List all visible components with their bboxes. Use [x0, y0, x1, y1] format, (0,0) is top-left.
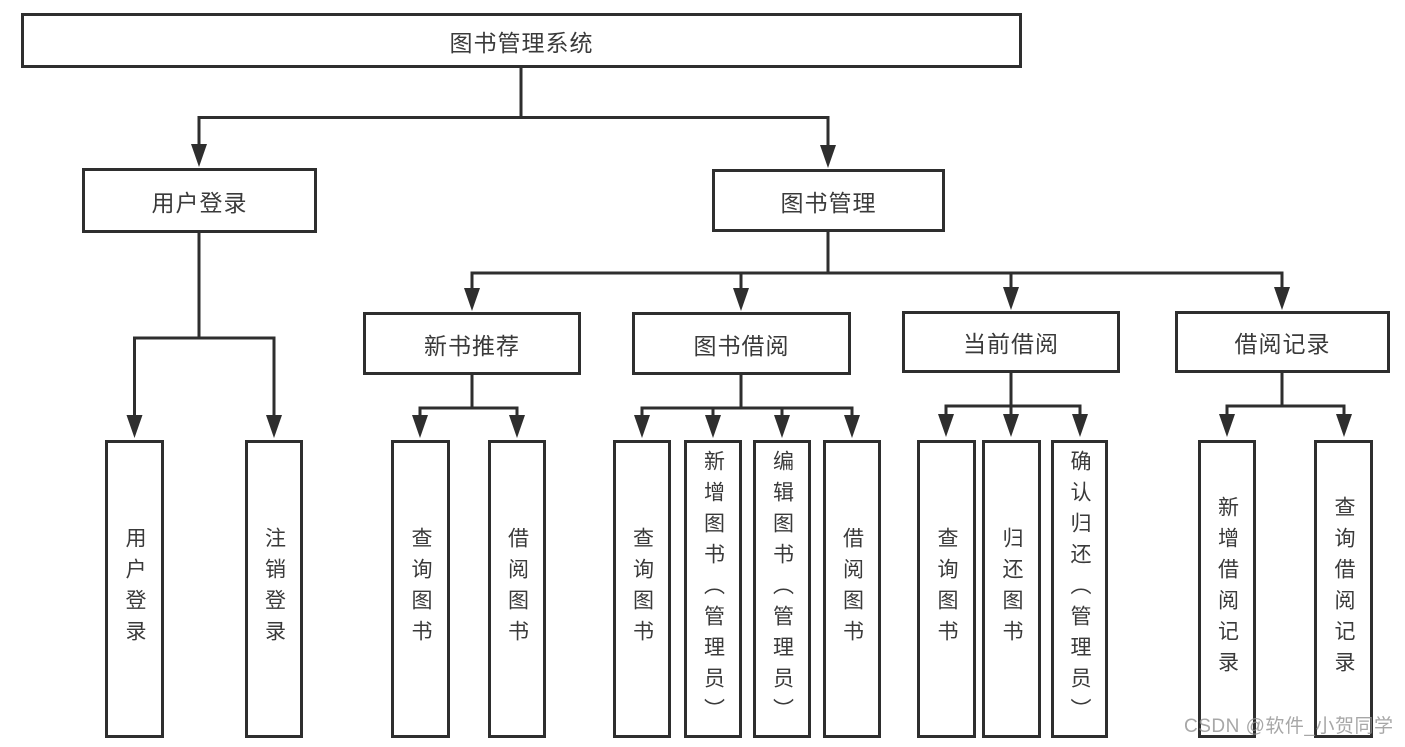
connector-line [418, 375, 519, 418]
node-library-system: 图书管理系统 [21, 13, 1022, 68]
arrow-down-icon [1003, 414, 1019, 437]
arrow-down-icon [1003, 287, 1019, 310]
node-label: 查询图书 [935, 527, 959, 651]
connector-book-borrowing-to-children [634, 375, 860, 438]
node-label: 新增借阅记录 [1215, 496, 1239, 682]
node-label: 归还图书 [1000, 527, 1024, 651]
node-new-book-recommend: 新书推荐 [363, 312, 581, 375]
connector-line [944, 373, 1082, 417]
connector-borrowing-records-to-children [1219, 373, 1352, 437]
arrow-down-icon [1336, 414, 1352, 437]
arrow-down-icon [938, 414, 954, 437]
node-label: 查询图书 [630, 527, 654, 651]
arrow-down-icon [191, 144, 207, 167]
node-logout: 注销登录 [245, 440, 303, 738]
node-label: 注销登录 [262, 527, 286, 651]
connector-line [470, 232, 1284, 290]
node-label: 查询借阅记录 [1332, 496, 1356, 682]
arrow-down-icon [464, 288, 480, 311]
connector-line [197, 68, 830, 148]
node-label: 查询图书 [409, 527, 433, 651]
arrow-down-icon [266, 415, 282, 438]
arrow-down-icon [126, 415, 143, 438]
arrow-down-icon [705, 415, 721, 438]
node-borrow-books-1: 借阅图书 [488, 440, 546, 738]
node-add-books-admin: 新增图书（管理员） [684, 440, 742, 738]
arrow-down-icon [634, 415, 650, 438]
arrow-down-icon [1219, 414, 1235, 437]
node-query-books-1: 查询图书 [391, 440, 450, 738]
node-label: 确认归还（管理员） [1068, 449, 1092, 729]
node-borrow-books-2: 借阅图书 [823, 440, 881, 738]
arrow-down-icon [1274, 287, 1290, 310]
node-label: 新书推荐 [424, 332, 520, 359]
node-label: 当前借阅 [963, 331, 1059, 357]
node-label: 新增图书（管理员） [701, 449, 725, 729]
node-query-books-2: 查询图书 [613, 440, 671, 738]
node-borrowing-records: 借阅记录 [1175, 311, 1390, 373]
arrow-down-icon [733, 288, 749, 311]
arrow-down-icon [774, 415, 790, 438]
connector-current-borrowing-to-children [938, 373, 1088, 437]
node-book-borrowing: 图书借阅 [632, 312, 851, 375]
watermark: CSDN @软件_小贺同学 [1184, 716, 1394, 737]
node-return-books: 归还图书 [982, 440, 1041, 738]
node-add-borrow-record: 新增借阅记录 [1198, 440, 1256, 738]
connector-line [1225, 373, 1346, 417]
arrow-down-icon [412, 415, 428, 438]
arrow-down-icon [820, 145, 836, 168]
node-query-borrow-record: 查询借阅记录 [1314, 440, 1373, 738]
arrow-down-icon [1072, 414, 1088, 437]
node-label: 借阅图书 [505, 527, 529, 651]
node-label: 图书管理系统 [449, 29, 594, 56]
node-label: 图书管理 [780, 189, 877, 216]
connector-user-login-to-children [126, 233, 282, 438]
node-book-management: 图书管理 [712, 169, 945, 232]
connector-book-management-to-children [464, 232, 1290, 311]
node-user-login: 用户登录 [82, 168, 317, 233]
connector-line [133, 233, 276, 419]
node-edit-books-admin: 编辑图书（管理员） [753, 440, 811, 738]
node-label: 图书借阅 [693, 332, 790, 359]
node-label: 编辑图书（管理员） [770, 449, 794, 729]
node-label: 用户登录 [123, 527, 147, 651]
node-label: 用户登录 [151, 189, 248, 216]
arrow-down-icon [844, 415, 860, 438]
node-confirm-return-admin: 确认归还（管理员） [1051, 440, 1108, 738]
node-user-login-action: 用户登录 [105, 440, 164, 738]
node-label: 借阅图书 [840, 527, 864, 651]
arrow-down-icon [509, 415, 525, 438]
connector-new-book-recommend-to-children [412, 375, 525, 438]
node-query-books-3: 查询图书 [917, 440, 976, 738]
connector-line [640, 375, 854, 418]
node-current-borrowing: 当前借阅 [902, 311, 1120, 373]
node-label: 借阅记录 [1234, 331, 1331, 357]
connector-root-to-level1 [191, 68, 836, 168]
